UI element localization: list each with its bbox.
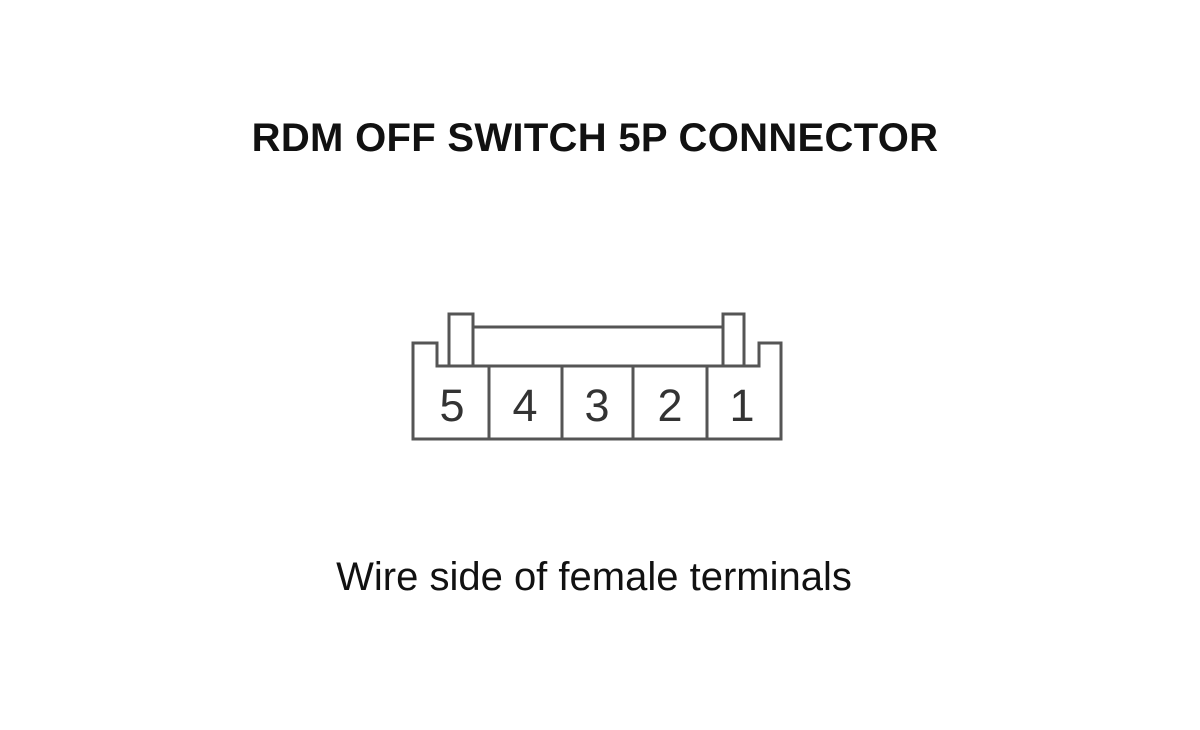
terminal-labels: 5 4 3 2 1 <box>439 380 754 431</box>
diagram-caption: Wire side of female terminals <box>336 555 852 599</box>
terminal-label-1: 1 <box>729 380 754 431</box>
terminal-label-4: 4 <box>512 380 537 431</box>
right-latch-post <box>721 312 746 368</box>
diagram-title: RDM OFF SWITCH 5P CONNECTOR <box>251 116 939 160</box>
left-latch-post <box>447 312 475 368</box>
terminal-label-5: 5 <box>439 380 464 431</box>
terminal-label-2: 2 <box>657 380 682 431</box>
housing-outline <box>411 341 783 441</box>
terminal-label-3: 3 <box>584 380 609 431</box>
connector-housing <box>411 312 783 441</box>
